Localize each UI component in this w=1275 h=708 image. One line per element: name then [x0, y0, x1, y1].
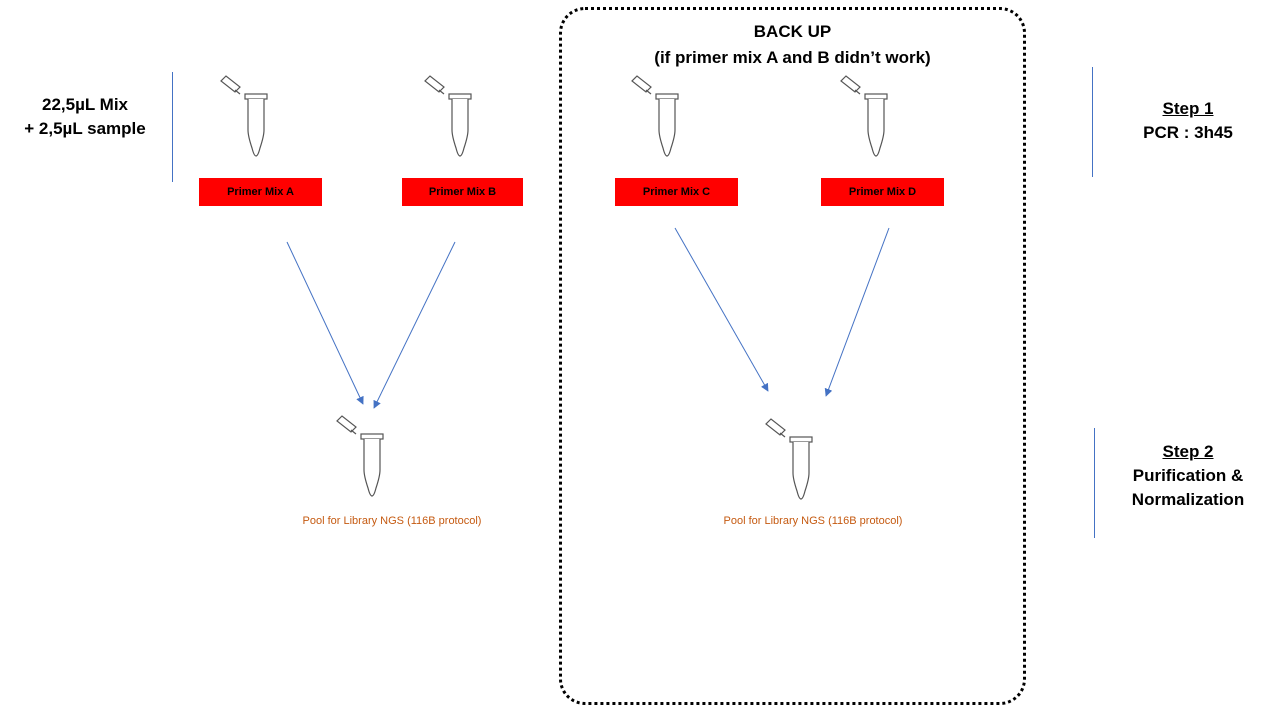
step2-divider	[1094, 428, 1095, 538]
tube-icon	[424, 75, 472, 157]
primer-mix-b: Primer Mix B	[402, 178, 523, 206]
step2-desc-line1: Purification &	[1132, 466, 1244, 485]
primer-mix-d: Primer Mix D	[821, 178, 944, 206]
sample-volume-text: + 2,5µL sample	[24, 119, 146, 138]
primer-mix-a: Primer Mix A	[199, 178, 322, 206]
tube-icon	[631, 75, 679, 157]
backup-subtitle: (if primer mix A and B didn’t work)	[654, 48, 931, 67]
step1-title: Step 1	[1162, 99, 1214, 118]
pool-label-left: Pool for Library NGS (116B protocol)	[302, 515, 482, 527]
sample-volume-label: 22,5µL Mix + 2,5µL sample	[0, 93, 170, 141]
arrow-d-to-pool	[824, 227, 890, 397]
step1-label: Step 1 PCR : 3h45	[1108, 97, 1268, 145]
tube-icon	[840, 75, 888, 157]
left-divider	[172, 72, 173, 182]
step2-desc-line2: Normalization	[1131, 490, 1245, 509]
tube-icon	[336, 415, 384, 497]
step1-desc: PCR : 3h45	[1143, 123, 1233, 142]
arrow-a-to-pool	[286, 241, 364, 405]
backup-box	[559, 7, 1026, 705]
step1-divider	[1092, 67, 1093, 177]
backup-title: BACK UP	[753, 22, 832, 41]
mix-volume-text: 22,5µL Mix	[41, 95, 129, 114]
pool-label-right: Pool for Library NGS (116B protocol)	[723, 515, 903, 527]
backup-heading: BACK UP (if primer mix A and B didn’t wo…	[559, 19, 1026, 71]
step2-label: Step 2 Purification & Normalization	[1108, 440, 1268, 512]
arrow-c-to-pool	[674, 227, 769, 392]
primer-mix-c: Primer Mix C	[615, 178, 738, 206]
tube-icon	[765, 418, 813, 500]
tube-icon	[220, 75, 268, 157]
step2-title: Step 2	[1162, 442, 1214, 461]
arrow-b-to-pool	[373, 241, 456, 409]
